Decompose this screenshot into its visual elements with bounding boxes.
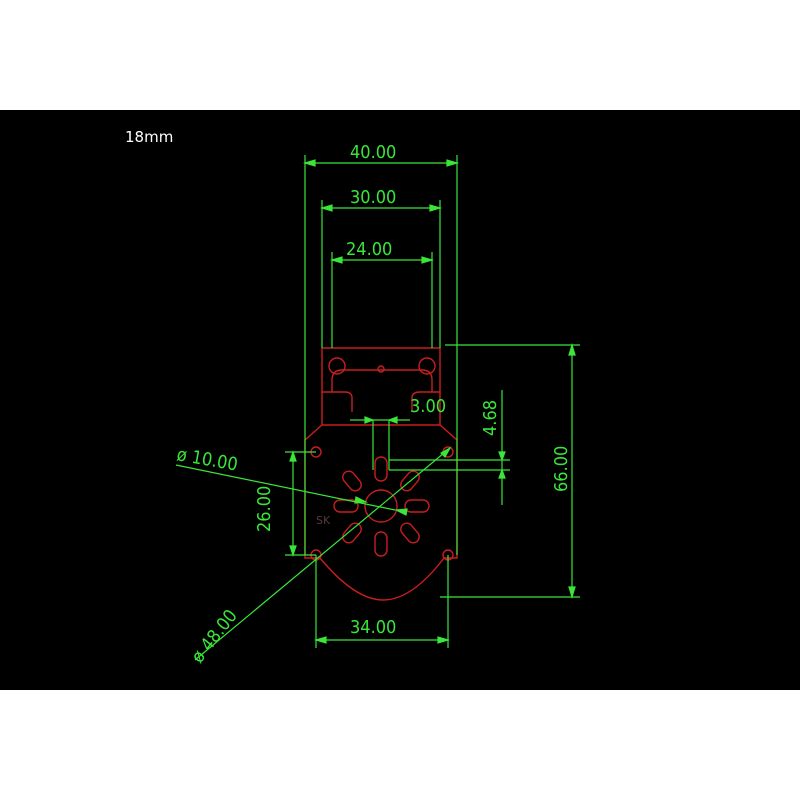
bracket-outline [321, 347, 441, 393]
dim-leader-48 [194, 447, 451, 661]
watermark-text: SK [316, 514, 331, 527]
caption-size-label: 18mm [125, 128, 173, 146]
dim-label-26: 26.00 [254, 486, 275, 532]
bracket-arm [321, 391, 441, 425]
center-hole [364, 489, 398, 523]
dim-label-4-68: 4.68 [480, 400, 501, 436]
dim-label-40: 40.00 [350, 142, 396, 163]
bracket-hole-left [328, 357, 346, 375]
dim-label-3: 3.00 [410, 396, 446, 417]
drawing-background [0, 110, 800, 690]
bracket-hole-right [418, 357, 436, 375]
dim-label-34: 34.00 [350, 617, 396, 638]
dim-label-30: 30.00 [350, 187, 396, 208]
dim-label-66: 66.00 [551, 446, 572, 492]
dim-label-24: 24.00 [346, 239, 392, 260]
bracket-hole-small [377, 365, 385, 373]
